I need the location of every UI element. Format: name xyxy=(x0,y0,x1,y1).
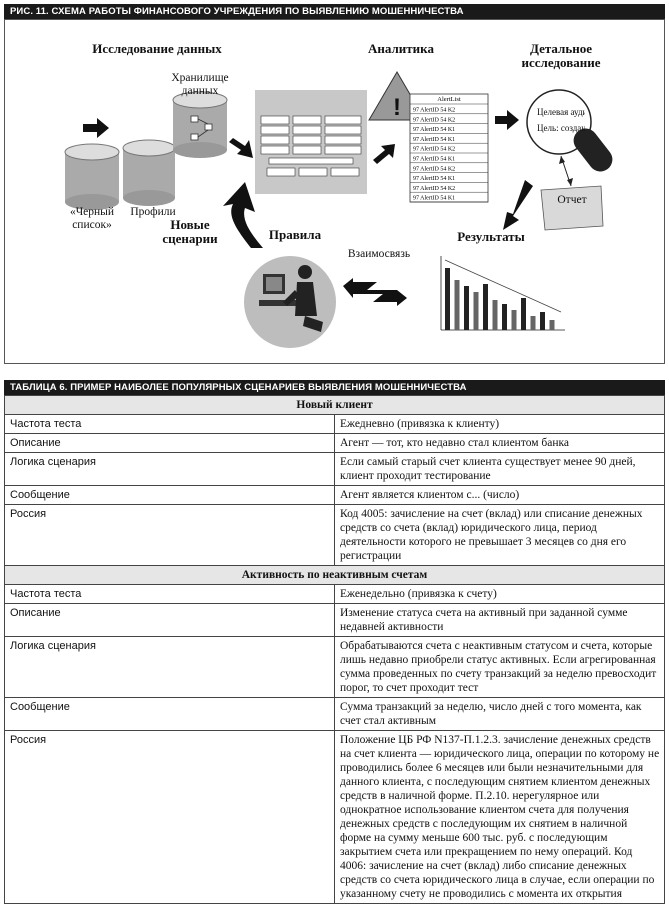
relation-arrow-icon xyxy=(343,278,407,306)
row-value: Положение ЦБ РФ N137-П.1.2.3. зачисление… xyxy=(334,730,665,904)
row-value: Изменение статуса счета на активный при … xyxy=(334,603,665,637)
result-bar xyxy=(445,268,450,330)
results-chart xyxy=(440,256,565,331)
result-bar xyxy=(521,298,526,330)
result-bar xyxy=(540,312,545,330)
result-bar xyxy=(454,280,460,330)
row-key: Россия xyxy=(4,504,335,566)
svg-text:!: ! xyxy=(393,94,401,121)
row-key: Описание xyxy=(4,603,335,637)
report-document xyxy=(540,185,604,231)
blacklist-label: «Черный список» xyxy=(69,206,115,231)
alert-item: 97 AlertID 54 K2 xyxy=(413,117,455,123)
row-value: Обрабатываются счета с неактивным статус… xyxy=(334,636,665,698)
profiles-cylinder xyxy=(122,139,176,206)
section-row: Новый клиент xyxy=(4,395,665,415)
arrow-to-tables-icon xyxy=(229,138,253,158)
target-audience-label: Целевая аудитория xyxy=(537,108,585,117)
magnifier-handle-icon xyxy=(573,128,613,172)
storage-label: Хранилище данных xyxy=(171,72,229,97)
results-heading: Результаты xyxy=(457,229,525,244)
alert-item: 97 AlertID 54 K1 xyxy=(413,127,455,133)
alert-item: 97 AlertID 54 K2 xyxy=(413,147,455,153)
result-bar xyxy=(492,300,498,330)
section-title: Новый клиент xyxy=(4,395,665,415)
alert-item: 97 AlertID 54 K1 xyxy=(413,176,455,182)
row-value: Агент является клиентом с... (число) xyxy=(334,485,665,505)
arrow-left-icon xyxy=(83,118,109,138)
curved-arrow-icon xyxy=(223,182,263,248)
row-key: Сообщение xyxy=(4,485,335,505)
result-bar xyxy=(511,310,517,330)
fraud-scheme-figure: ! AlertList 97 AlertID 54 K2 97 AlertID 5… xyxy=(4,19,665,364)
alert-item: 97 AlertID 54 K1 xyxy=(413,157,455,163)
figure-caption: РИС. 11. СХЕМА РАБОТЫ ФИНАНСОВОГО УЧРЕЖД… xyxy=(4,4,665,19)
research-heading: Исследование данных xyxy=(92,41,222,56)
alert-item: 97 AlertID 54 K2 xyxy=(413,108,455,114)
svg-text:AlertList: AlertList xyxy=(437,96,461,103)
scheme-drawing: ! AlertList 97 AlertID 54 K2 97 AlertID 5… xyxy=(64,71,613,348)
alert-list: AlertList 97 AlertID 54 K2 97 AlertID 54 … xyxy=(409,93,489,203)
alert-item: 97 AlertID 54 K2 xyxy=(413,186,455,192)
result-bar xyxy=(483,284,488,330)
arrow-to-results-icon xyxy=(503,180,533,230)
arrow-to-detailed-icon xyxy=(495,110,519,130)
report-label: Отчет xyxy=(557,194,587,206)
rules-label: Правила xyxy=(268,227,322,242)
profiles-label: Профили xyxy=(130,206,176,218)
row-key: Частота теста xyxy=(4,584,335,604)
analytics-heading: Аналитика xyxy=(368,41,434,56)
row-key: Логика сценария xyxy=(4,452,335,486)
row-key: Описание xyxy=(4,433,335,453)
detailed-heading: Детальное исследование xyxy=(521,41,601,71)
row-key: Сообщение xyxy=(4,697,335,731)
new-scenarios-label: Новые сценарии xyxy=(162,217,218,247)
alert-item: 97 AlertID 54 K1 xyxy=(413,196,455,202)
goal-label: Цель: создание xyxy=(537,124,585,133)
row-value: Если самый старый счет клиента существуе… xyxy=(334,452,665,486)
rules-operator-icon xyxy=(244,256,336,348)
table-caption: ТАБЛИЦА 6. ПРИМЕР НАИБОЛЕЕ ПОПУЛЯРНЫХ СЦ… xyxy=(4,380,665,395)
alert-item: 97 AlertID 54 K2 xyxy=(413,166,455,172)
row-value: Код 4005: зачисление на счет (вклад) или… xyxy=(334,504,665,566)
storage-cylinder xyxy=(172,91,228,158)
row-value: Сумма транзакций за неделю, число дней с… xyxy=(334,697,665,731)
result-bar xyxy=(464,286,469,330)
relation-label: Взаимосвязь xyxy=(347,248,411,260)
row-key: Частота теста xyxy=(4,414,335,434)
row-key: Логика сценария xyxy=(4,636,335,698)
section-row: Активность по неактивным счетам xyxy=(4,565,665,585)
row-value: Еженедельно (привязка к счету) xyxy=(334,584,665,604)
result-bar xyxy=(502,304,507,330)
row-value: Ежедневно (привязка к клиенту) xyxy=(334,414,665,434)
result-bar xyxy=(549,320,555,330)
row-key: Россия xyxy=(4,730,335,904)
arrow-to-analytics-icon xyxy=(373,144,395,164)
tables-panel xyxy=(255,90,367,194)
alert-item: 97 AlertID 54 K1 xyxy=(413,137,455,143)
row-value: Агент — тот, кто недавно стал клиентом б… xyxy=(334,433,665,453)
section-title: Активность по неактивным счетам xyxy=(4,565,665,585)
result-bar xyxy=(530,316,536,330)
blacklist-cylinder xyxy=(64,143,120,210)
result-bar xyxy=(473,292,479,330)
